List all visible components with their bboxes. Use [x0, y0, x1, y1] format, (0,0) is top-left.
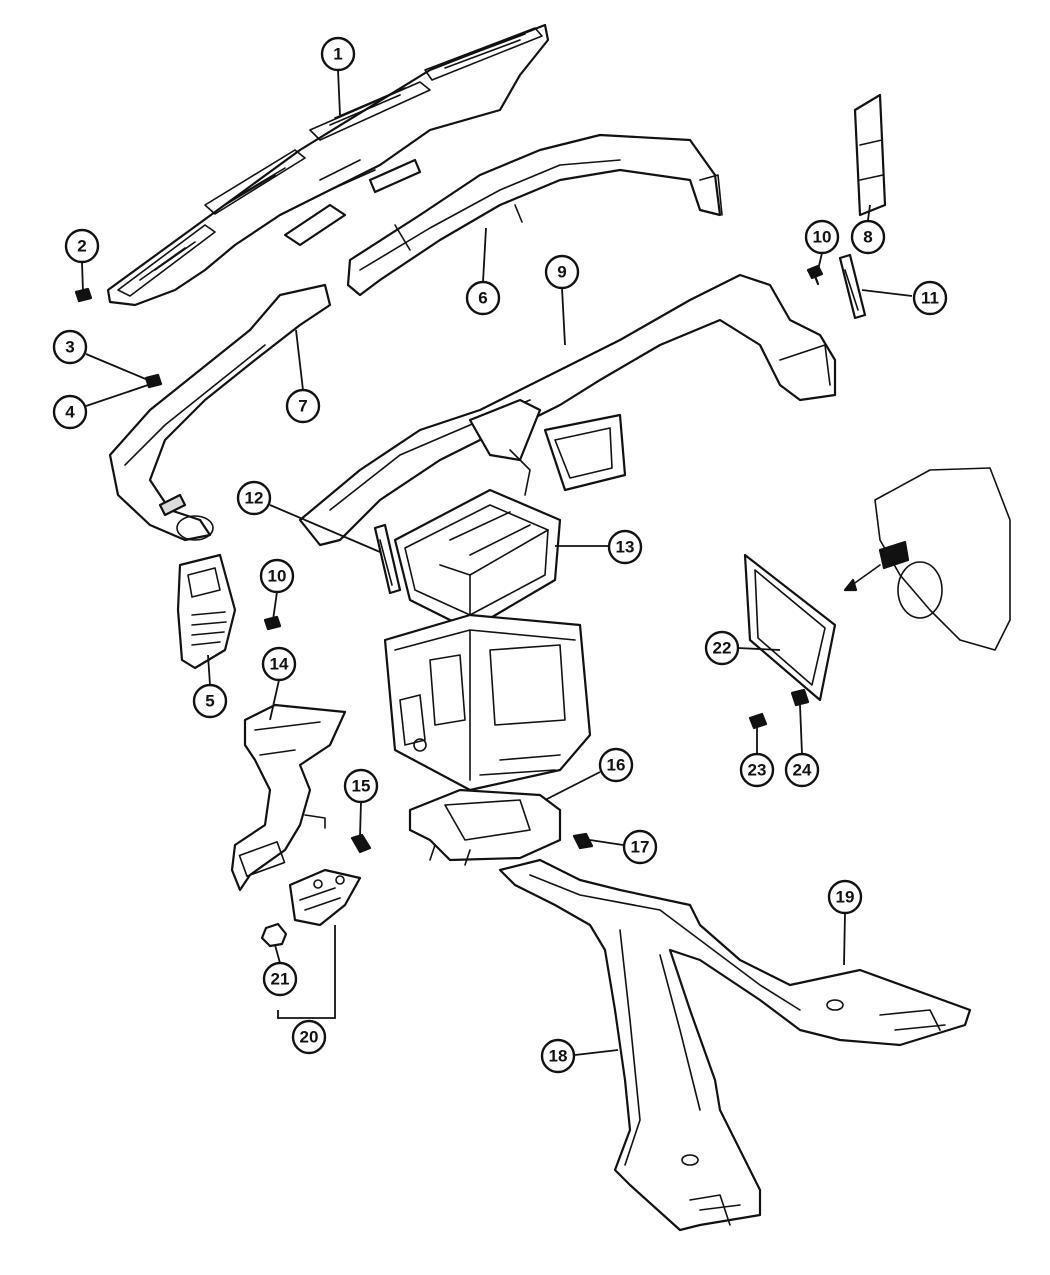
part-11-seal-strip: [838, 253, 867, 320]
callout-5: 5: [192, 683, 228, 719]
part-17-screw: [572, 832, 594, 850]
svg-text:11: 11: [921, 289, 939, 308]
part-9-main-duct: [298, 273, 837, 547]
callout-7: 7: [285, 388, 321, 424]
svg-text:3: 3: [65, 338, 74, 357]
part-8-vent: [853, 93, 887, 217]
callout-2: 2: [64, 228, 100, 264]
svg-text:14: 14: [270, 655, 289, 674]
callout-4: 4: [52, 394, 88, 430]
svg-text:13: 13: [616, 538, 635, 557]
part-10-screw-upper: [806, 264, 824, 286]
callout-3: 3: [52, 329, 88, 365]
callout-9: 9: [544, 254, 580, 290]
callout-21: 21: [262, 961, 298, 997]
part-23-screw: [748, 712, 768, 730]
hvac-housing: [383, 613, 592, 792]
callout-10-upper: 10: [804, 219, 840, 255]
svg-text:17: 17: [631, 838, 650, 857]
callout-1: 1: [320, 36, 356, 72]
part-14-floor-duct: [230, 703, 347, 892]
svg-text:16: 16: [607, 756, 626, 775]
svg-text:15: 15: [352, 777, 371, 796]
svg-text:9: 9: [557, 263, 566, 282]
callout-6: 6: [465, 280, 501, 316]
part-2-fastener: [74, 287, 93, 303]
svg-text:12: 12: [245, 489, 264, 508]
svg-text:19: 19: [836, 888, 855, 907]
part-13-housing: [393, 488, 562, 632]
callout-13: 13: [607, 529, 643, 565]
callout-12: 12: [236, 480, 272, 516]
callout-23: 23: [739, 752, 775, 788]
svg-text:5: 5: [205, 692, 214, 711]
callout-10-lower: 10: [259, 558, 295, 594]
part-6-side-duct: [346, 133, 723, 297]
svg-text:22: 22: [713, 639, 732, 658]
svg-text:18: 18: [549, 1047, 568, 1066]
callout-11: 11: [912, 280, 948, 316]
callout-20: 20: [291, 1019, 327, 1055]
svg-text:8: 8: [863, 228, 872, 247]
svg-text:10: 10: [813, 228, 832, 247]
svg-text:20: 20: [300, 1028, 319, 1047]
part-7-left-duct: [108, 283, 332, 542]
vehicle-reference: [843, 467, 1011, 651]
part-20-rear-outlet: [288, 868, 362, 927]
part-5-outlet-grille: [176, 553, 237, 670]
part-12-seal: [373, 523, 402, 595]
svg-text:2: 2: [77, 237, 86, 256]
leader-lines: [81, 69, 913, 1056]
callout-16: 16: [598, 747, 634, 783]
callout-15: 15: [343, 768, 379, 804]
callout-14: 14: [261, 646, 297, 682]
part-22-bezel: [743, 553, 837, 702]
part-15-screw: [350, 833, 372, 854]
callout-24: 24: [784, 752, 820, 788]
svg-text:10: 10: [268, 567, 287, 586]
callout-19: 19: [827, 879, 863, 915]
svg-text:21: 21: [271, 970, 290, 989]
svg-text:23: 23: [748, 761, 767, 780]
part-24-clip: [790, 688, 810, 707]
part-21-nut: [260, 922, 288, 948]
svg-text:4: 4: [65, 403, 75, 422]
svg-text:24: 24: [793, 761, 812, 780]
svg-text:7: 7: [298, 397, 307, 416]
part-3-4-fastener: [144, 373, 163, 389]
svg-text:1: 1: [333, 45, 342, 64]
svg-text:6: 6: [478, 289, 487, 308]
callout-8: 8: [850, 219, 886, 255]
callout-22: 22: [704, 630, 740, 666]
part-18-19-rear-ducts: [498, 858, 972, 1232]
callout-17: 17: [622, 829, 658, 865]
callout-18: 18: [540, 1038, 576, 1074]
part-1-defroster-duct: [106, 23, 550, 307]
part-16-adapter: [408, 788, 562, 866]
